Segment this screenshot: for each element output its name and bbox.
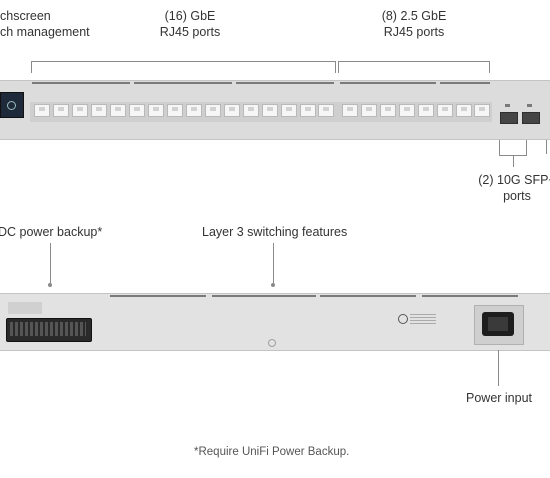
front-vent <box>32 82 130 84</box>
sfp-bracket-right <box>526 140 527 156</box>
rear-vent <box>212 295 316 297</box>
rj45-port <box>186 104 202 117</box>
rj45-25g-port <box>342 104 358 117</box>
rj45-25g-port <box>456 104 472 117</box>
front-vent <box>340 82 436 84</box>
front-vent <box>134 82 232 84</box>
ubiquiti-logo-icon <box>398 314 408 324</box>
sfp-bracket-extra <box>546 140 547 154</box>
power-input-label: Power input <box>466 391 533 405</box>
gbe-bracket-top <box>31 61 336 62</box>
dc-backup-leader-dot <box>48 283 52 287</box>
rj45-port <box>34 104 50 117</box>
25gbe-bracket-left <box>338 61 339 73</box>
rj45-port <box>129 104 145 117</box>
sfp-port <box>500 112 518 124</box>
rj45-port <box>91 104 107 117</box>
touchscreen-label: chscreen ch management <box>0 9 90 39</box>
rear-vent <box>422 295 518 297</box>
regulatory-text <box>410 314 436 324</box>
25gbe-ports-label: (8) 2.5 GbE RJ45 ports <box>381 9 447 39</box>
rj45-port <box>281 104 297 117</box>
rj45-port <box>224 104 240 117</box>
rj45-25g-port <box>418 104 434 117</box>
front-vent <box>236 82 334 84</box>
power-input-inner <box>488 317 508 331</box>
rj45-port <box>205 104 221 117</box>
rj45-port <box>72 104 88 117</box>
front-vent <box>440 82 490 84</box>
rj45-port <box>262 104 278 117</box>
rear-vent <box>320 295 416 297</box>
layer3-leader <box>273 243 274 285</box>
rj45-25g-port <box>361 104 377 117</box>
rear-vent <box>110 295 206 297</box>
sfp-led <box>505 104 510 107</box>
dc-backup-label: DC power backup* <box>0 225 103 239</box>
sfp-bracket-left <box>499 140 500 156</box>
rj45-port <box>110 104 126 117</box>
dc-backup-pins <box>10 322 86 336</box>
rj45-port <box>148 104 164 117</box>
footnote: *Require UniFi Power Backup. <box>194 446 350 458</box>
rj45-25g-port <box>380 104 396 117</box>
25gbe-bracket-top <box>338 61 490 62</box>
dc-backup-leader <box>50 243 51 285</box>
rj45-port <box>53 104 69 117</box>
sfp-port <box>522 112 540 124</box>
layer3-leader-dot <box>271 283 275 287</box>
rj45-port <box>318 104 334 117</box>
power-input-leader <box>498 350 499 386</box>
rear-label-sticker <box>8 302 42 314</box>
gbe-bracket-right <box>335 61 336 73</box>
sfp-leader <box>513 155 514 167</box>
rj45-port <box>167 104 183 117</box>
screw-icon <box>268 339 276 347</box>
rj45-port <box>243 104 259 117</box>
touchscreen-logo-icon <box>7 101 16 110</box>
rj45-port <box>300 104 316 117</box>
25gbe-bracket-right <box>489 61 490 73</box>
rj45-25g-port <box>437 104 453 117</box>
rj45-25g-port <box>399 104 415 117</box>
rj45-25g-port <box>474 104 490 117</box>
gbe-bracket-left <box>31 61 32 73</box>
sfp-ports-label: (2) 10G SFP+ ports <box>478 173 550 203</box>
layer3-label: Layer 3 switching features <box>202 225 348 239</box>
gbe-ports-label: (16) GbE RJ45 ports <box>159 9 221 39</box>
sfp-led <box>527 104 532 107</box>
